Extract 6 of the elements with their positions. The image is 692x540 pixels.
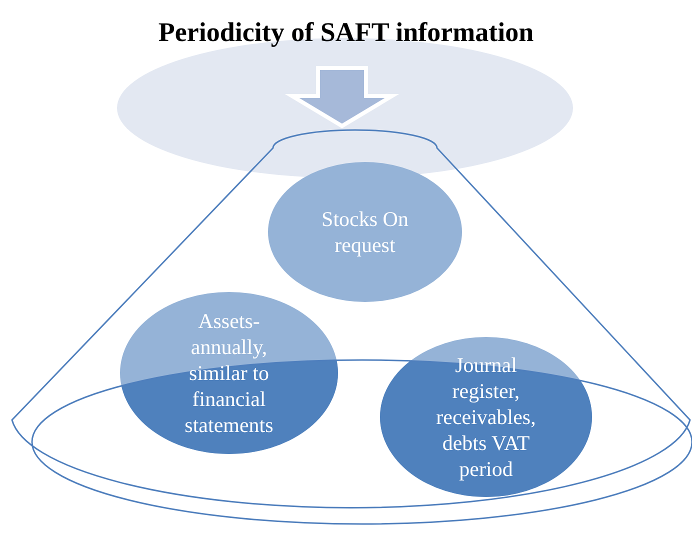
ellipse-node xyxy=(268,162,462,302)
node-label: Stocks On request xyxy=(320,206,410,258)
node-label: Journal register, receivables, debts VAT period xyxy=(435,352,537,482)
node-label: Assets- annually, similar to financial statements xyxy=(184,308,274,438)
diagram-title: Periodicity of SAFT information xyxy=(158,16,534,49)
ellipse-node xyxy=(380,337,592,497)
